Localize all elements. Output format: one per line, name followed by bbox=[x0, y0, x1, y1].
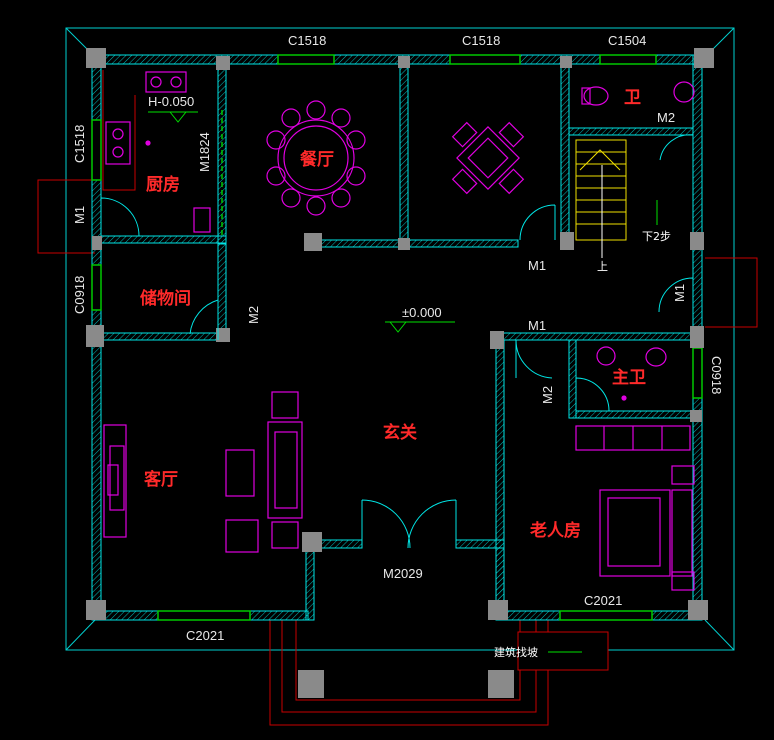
label-stair-up: 上 bbox=[597, 260, 608, 273]
door-storage bbox=[189, 299, 219, 340]
column bbox=[490, 331, 504, 349]
tv-cabinet bbox=[103, 424, 127, 538]
column bbox=[488, 670, 514, 698]
column bbox=[216, 56, 230, 70]
door-master-bath bbox=[575, 377, 610, 412]
level-main: ±0.000 bbox=[402, 305, 442, 320]
label-master-bath: 主卫 bbox=[612, 367, 646, 388]
columns bbox=[86, 48, 714, 698]
column bbox=[398, 238, 410, 250]
column bbox=[216, 328, 230, 342]
label-bath: 卫 bbox=[624, 88, 641, 108]
column bbox=[398, 56, 410, 68]
column bbox=[488, 600, 508, 620]
label-door-m2-bath: M2 bbox=[657, 110, 675, 125]
windows bbox=[91, 54, 703, 621]
label-dining: 餐厅 bbox=[300, 149, 334, 170]
stove bbox=[105, 121, 131, 165]
label-window-bottom-left: C2021 bbox=[186, 628, 224, 643]
column bbox=[694, 48, 714, 68]
label-door-m2029: M2029 bbox=[383, 566, 423, 581]
ramp-box bbox=[517, 631, 609, 671]
door-dining-right bbox=[519, 204, 556, 241]
armchair bbox=[225, 519, 259, 553]
column bbox=[302, 532, 322, 552]
label-window-left-kitchen: C1518 bbox=[72, 125, 87, 163]
label-window-top2: C1518 bbox=[462, 33, 500, 48]
label-door-m2-master: M2 bbox=[540, 386, 555, 404]
label-window-left-storage: C0918 bbox=[72, 276, 87, 314]
master-basin bbox=[596, 346, 616, 366]
label-stair-down: 下2步 bbox=[642, 230, 671, 243]
interior-walls bbox=[100, 63, 694, 621]
label-window-right-bath: C0918 bbox=[709, 356, 724, 394]
coffee-table bbox=[225, 449, 255, 497]
column bbox=[690, 326, 704, 348]
door-main-right bbox=[407, 499, 457, 549]
column bbox=[690, 410, 702, 422]
label-living: 客厅 bbox=[143, 469, 178, 490]
column bbox=[86, 48, 106, 68]
column bbox=[92, 236, 102, 250]
column bbox=[298, 670, 324, 698]
basin bbox=[673, 81, 695, 103]
label-door-m1-kitchen: M1 bbox=[72, 206, 87, 224]
label-door-m1824: M1824 bbox=[197, 132, 212, 172]
label-elder-room: 老人房 bbox=[529, 520, 581, 541]
dining-table bbox=[277, 119, 355, 197]
toilet bbox=[583, 86, 609, 106]
label-foyer: 玄关 bbox=[383, 422, 417, 443]
label-kitchen: 厨房 bbox=[146, 174, 180, 195]
label-door-m2-storage: M2 bbox=[246, 306, 261, 324]
door-elder bbox=[515, 339, 553, 379]
doors bbox=[100, 134, 694, 549]
column bbox=[560, 232, 574, 250]
door-main-left bbox=[361, 499, 411, 549]
column bbox=[86, 325, 104, 347]
furniture bbox=[103, 71, 695, 591]
level-kitchen: H-0.050 bbox=[148, 94, 194, 109]
door-right bbox=[658, 277, 694, 313]
label-window-top3: C1504 bbox=[608, 33, 646, 48]
column bbox=[86, 600, 106, 620]
entrance-outlines bbox=[37, 70, 758, 726]
label-storage: 储物间 bbox=[140, 288, 191, 309]
staircase bbox=[575, 139, 627, 258]
column bbox=[690, 232, 704, 250]
label-window-bottom-right: C2021 bbox=[584, 593, 622, 608]
label-door-m1-right: M1 bbox=[672, 284, 687, 302]
door-bath bbox=[659, 134, 694, 165]
level-kitchen-triangle bbox=[169, 111, 187, 123]
level-main-triangle bbox=[389, 321, 407, 333]
label-ramp: 建筑找坡 bbox=[494, 645, 538, 659]
column bbox=[304, 233, 322, 251]
column bbox=[688, 600, 708, 620]
kitchen-sink bbox=[145, 71, 187, 93]
column bbox=[560, 56, 572, 68]
master-toilet bbox=[645, 347, 667, 367]
label-door-m1-elder: M1 bbox=[528, 318, 546, 333]
label-door-m1-dining: M1 bbox=[528, 258, 546, 273]
label-window-top1: C1518 bbox=[288, 33, 326, 48]
door-kitchen bbox=[100, 197, 140, 237]
sofa bbox=[267, 421, 303, 519]
bed bbox=[599, 489, 671, 577]
